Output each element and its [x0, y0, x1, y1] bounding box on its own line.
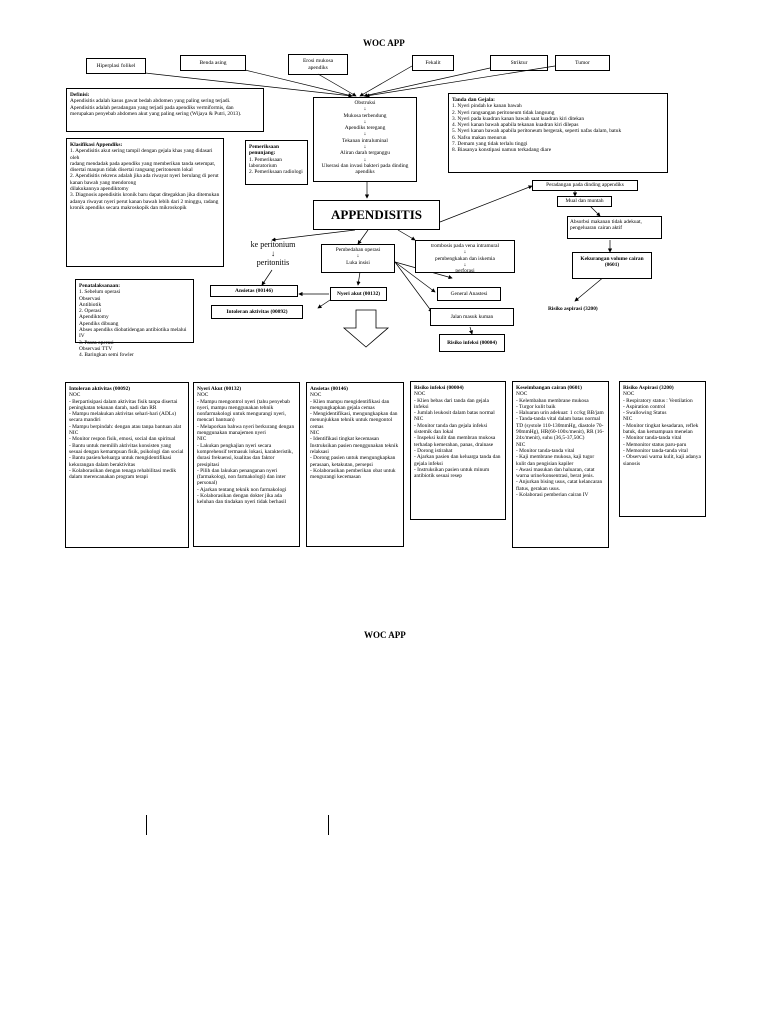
- nursing-plan-text: NOC - Berpartisipasi dalam aktivitas fis…: [69, 392, 184, 481]
- cause-hiperplasi-folikel: Hiperplasi folikel: [86, 58, 146, 74]
- nursing-plan-title: Risiko infeksi (00004): [414, 385, 464, 391]
- nursing-plan-title: Nyeri Akut (00132): [197, 386, 242, 392]
- nursing-plan-aspirasi: Risiko Aspirasi (3200) NOC - Respiratory…: [619, 381, 706, 517]
- cause-tumor: Tumor: [555, 55, 610, 71]
- general-anastesi-node: General Anastesi: [437, 287, 501, 301]
- nursing-plan-text: NOC - Kelembaban membrane mukosa - Turgo…: [516, 391, 604, 499]
- intoleran-aktivitas-node: Intoleran aktivitas (00092): [211, 305, 303, 319]
- risiko-infeksi-node: Risiko infeksi (00004): [439, 334, 505, 352]
- cause-fekalit: Fekalit: [412, 55, 454, 71]
- vertical-mark: [328, 815, 329, 835]
- nursing-plan-nyeri: Nyeri Akut (00132) NOC - Mampu mengontro…: [193, 382, 300, 547]
- nursing-plan-text: NOC - Klien bebas dari tanda dan gejala …: [414, 391, 501, 480]
- nursing-plan-cairan: Keseimbangan cairan (0601) NOC - Kelemba…: [512, 381, 609, 548]
- definisi-box: Definisi: Apendisitis adalah kasus gawat…: [66, 88, 264, 132]
- nursing-plan-text: NOC - Klien mampu mengidentifikasi dan m…: [310, 392, 399, 481]
- definisi-heading: Definisi:: [70, 92, 90, 98]
- cause-striktur: Striktur: [490, 55, 548, 71]
- nursing-plan-text: NOC - Respiratory status : Ventilation -…: [623, 391, 701, 467]
- cause-erosi-mukosa: Erosi mukosa apendiks: [288, 54, 348, 75]
- nursing-plan-title: Intoleran aktivitas (00092): [69, 386, 131, 392]
- tanda-gejala-text: 1. Nyeri pindah ke kanan bawah 2. Nyeri …: [452, 103, 622, 154]
- vertical-mark: [146, 815, 147, 835]
- nursing-plan-text: NOC - Mampu mengontrol nyeri (tahu penye…: [197, 392, 295, 506]
- penatalaksanaan-text: 1. Sebelum operasi Observasi Antibiotik …: [79, 289, 187, 359]
- tanda-gejala-box: Tanda dan Gejala: 1. Nyeri pindah ke kan…: [448, 93, 668, 173]
- absorbsi-node: Absorbsi makanan tidak adekuat, pengelua…: [567, 216, 662, 239]
- pemeriksaan-heading: Pemeriksaan penunjang:: [249, 144, 279, 157]
- mual-muntah-node: Mual dan muntah: [557, 196, 612, 207]
- patofisiologi-box: Obstruksi ↓ Mukosa terbendung ↓ Apendiks…: [313, 97, 417, 182]
- cause-benda-asing: Benda asing: [180, 55, 246, 71]
- nursing-plan-infeksi: Risiko infeksi (00004) NOC - Klien bebas…: [410, 381, 506, 520]
- nursing-plan-ansietas: Ansietas (00146) NOC - Klien mampu mengi…: [306, 382, 404, 547]
- risiko-aspirasi-node: Risiko aspirasi (3200): [548, 306, 598, 312]
- klasifikasi-box: Klasifikasi Appendiks: 1. Apendisitis ak…: [66, 138, 224, 267]
- ansietas-node: Ansietas (00146): [210, 285, 298, 297]
- klasifikasi-heading: Klasifikasi Appendiks:: [70, 142, 123, 148]
- kekurangan-volume-cairan-node: Kekurangan volume cairan (0601): [572, 252, 652, 279]
- peradangan-node: Peradangan pada dinding appendiks: [532, 180, 638, 191]
- nursing-plan-title: Risiko Aspirasi (3200): [623, 385, 674, 391]
- page-title-2: WOC APP: [364, 630, 406, 640]
- tanda-gejala-heading: Tanda dan Gejala:: [452, 97, 495, 103]
- pemeriksaan-text: 1. Pemeriksaan laboratorium 2. Pemeriksa…: [249, 156, 303, 176]
- penatalaksanaan-heading: Penatalaksanaan:: [79, 283, 121, 289]
- page-title: WOC APP: [363, 38, 405, 48]
- trombosis-node: trombosis pada vena intramural ↓ pembeng…: [415, 240, 515, 274]
- pembedahan-node: Pembedahan operasi ↓ Luka insisi: [321, 244, 395, 273]
- nursing-plan-intoleran: Intoleran aktivitas (00092) NOC - Berpar…: [65, 382, 189, 548]
- nyeri-akut-node: Nyeri akut (00132): [330, 287, 387, 301]
- klasifikasi-text: 1. Apendisitis akut sering tampil dengan…: [70, 148, 220, 211]
- nursing-plan-title: Keseimbangan cairan (0601): [516, 385, 582, 391]
- jalan-masuk-kuman-node: Jalan masuk kuman: [430, 308, 514, 326]
- peritonium-node: ke peritonium ↓ peritonitis: [250, 240, 296, 267]
- definisi-text: Apendisitis adalah kasus gawat bedah abd…: [70, 98, 242, 117]
- appendisitis-node: APPENDISITIS: [313, 200, 440, 230]
- pemeriksaan-box: Pemeriksaan penunjang: 1. Pemeriksaan la…: [245, 140, 308, 185]
- nursing-plan-title: Ansietas (00146): [310, 386, 348, 392]
- penatalaksanaan-box: Penatalaksanaan: 1. Sebelum operasi Obse…: [75, 279, 194, 358]
